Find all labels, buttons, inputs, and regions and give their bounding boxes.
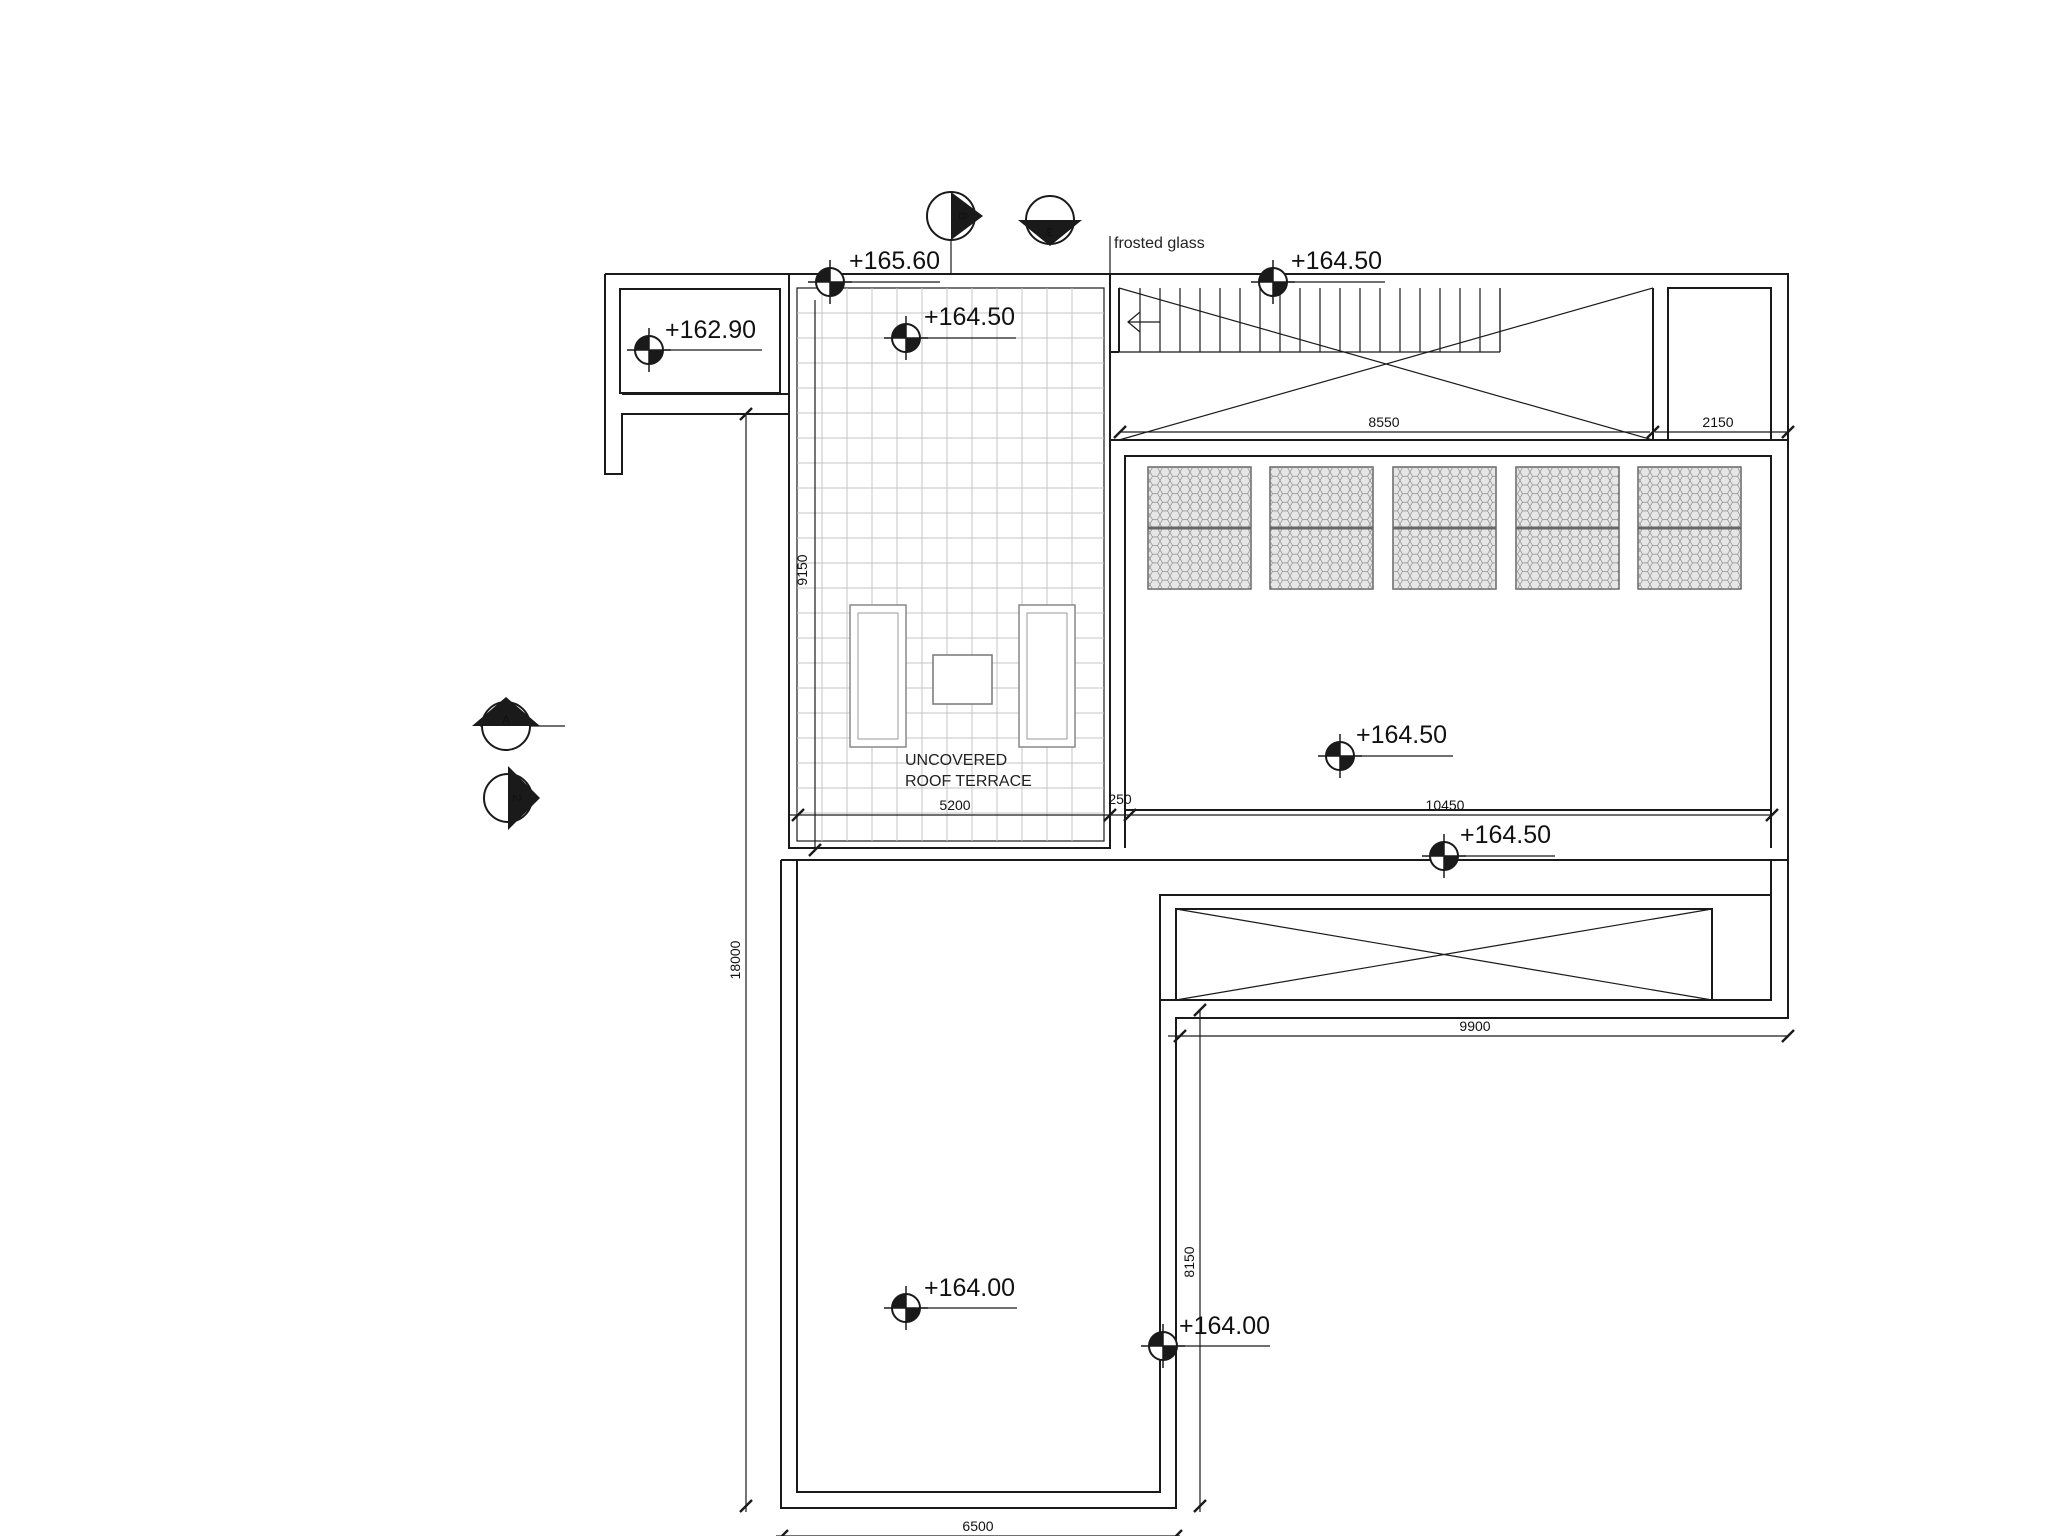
solar-panel-icon <box>1515 466 1620 590</box>
dim-8550: 8550 <box>1368 414 1399 430</box>
solar-panel-icon <box>1637 466 1742 590</box>
section-mark-3: 3 <box>1046 225 1053 239</box>
roof-terrace: UNCOVERED ROOF TERRACE <box>788 273 1111 849</box>
small-room-walls <box>604 273 789 475</box>
terrace-furniture <box>849 604 1076 748</box>
section-mark-b: B <box>956 212 970 220</box>
section-marker-icon: A <box>472 697 565 751</box>
level-marker-icon: +164.50 <box>1250 247 1385 305</box>
section-marker-icon: 2 <box>483 766 540 830</box>
level-165-60: +165.60 <box>849 247 940 275</box>
level-marker-icon: +164.00 <box>1140 1312 1270 1369</box>
section-marker-icon: B <box>926 191 983 274</box>
level-marker-icon: +164.50 <box>1317 721 1453 779</box>
solar-panel-room <box>1110 439 1789 860</box>
frosted-glass-label: frosted glass <box>1114 235 1205 252</box>
level-164-50-terrace: +164.50 <box>924 303 1015 331</box>
dim-8150: 8150 <box>1181 1246 1197 1277</box>
dim-10450: 10450 <box>1426 797 1465 813</box>
level-164-00-lower: +164.00 <box>924 1274 1015 1302</box>
level-164-00-edge: +164.00 <box>1179 1312 1270 1340</box>
dim-9900: 9900 <box>1459 1018 1490 1034</box>
stair-void-area: frosted glass <box>1109 235 1789 441</box>
level-164-50-edge: +164.50 <box>1460 821 1551 849</box>
dim-6500: 6500 <box>962 1518 993 1534</box>
level-164-50-stair: +164.50 <box>1291 247 1382 275</box>
solar-panel-icon <box>1269 466 1374 590</box>
level-marker-icon: +164.50 <box>883 303 1016 361</box>
dim-9150: 9150 <box>794 554 810 585</box>
section-mark-a: A <box>502 713 510 727</box>
level-marker-icon: +164.50 <box>1421 821 1555 879</box>
section-marker-icon: 3 <box>1018 195 1082 246</box>
level-marker-icon: +162.90 <box>626 316 762 373</box>
level-162-90: +162.90 <box>665 316 756 344</box>
level-marker-icon: +164.00 <box>883 1274 1017 1331</box>
solar-panel-icon <box>1147 466 1252 590</box>
dim-5200: 5200 <box>939 797 970 813</box>
dim-2150: 2150 <box>1702 414 1733 430</box>
terrace-label-line1: UNCOVERED <box>905 752 1007 769</box>
level-marker-icon: +165.60 <box>807 247 940 305</box>
dim-250: 250 <box>1108 791 1132 807</box>
solar-panel-icon <box>1392 466 1497 590</box>
terrace-label-line2: ROOF TERRACE <box>905 773 1032 790</box>
terrace-tile-grid <box>797 288 1104 841</box>
stair-treads <box>1119 288 1501 353</box>
lower-roof-area <box>780 859 1789 1509</box>
section-mark-2: 2 <box>510 795 524 802</box>
level-164-50-solar: +164.50 <box>1356 721 1447 749</box>
dim-18000: 18000 <box>727 940 743 979</box>
solar-panels <box>1147 466 1742 590</box>
dimension-lines: 8550 2150 9150 5200 250 10450 18000 9900… <box>727 300 1795 1536</box>
